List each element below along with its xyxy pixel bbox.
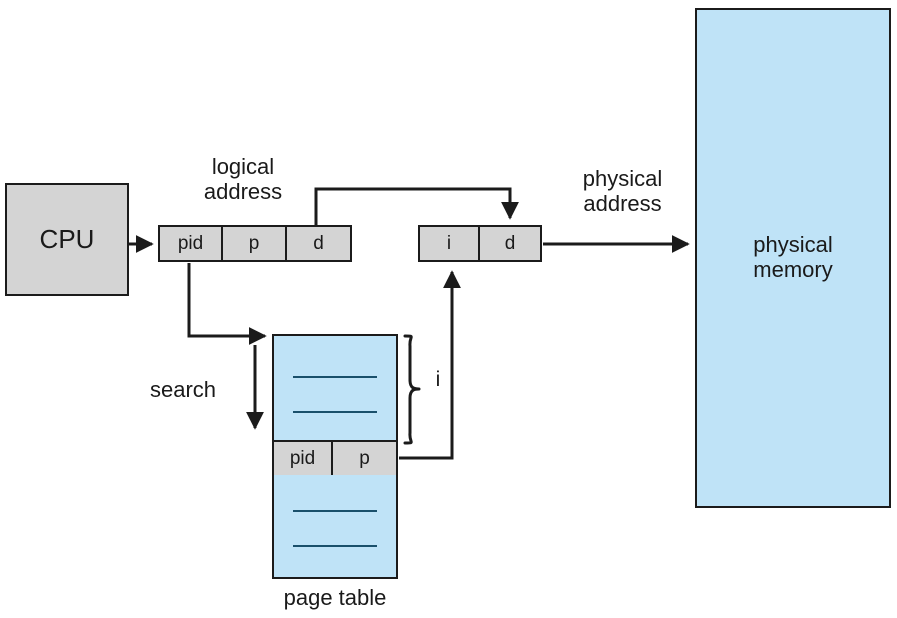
cpu-label: CPU	[39, 224, 95, 254]
wire-index-to-physical-address	[399, 270, 461, 460]
search-annotation: search	[150, 377, 217, 402]
logical-field-page-number: p	[223, 227, 287, 260]
page-table-rule	[293, 545, 377, 547]
page-table-entry-page-number: p	[359, 447, 370, 469]
physical-field-frame-index: i	[420, 227, 480, 260]
index-annotation: i	[435, 368, 441, 391]
page-table-matched-entry: pid p	[272, 440, 398, 477]
brace-index-span	[403, 334, 421, 445]
physical-address-caption: physical address	[582, 166, 663, 216]
physical-memory-block: physical memory	[695, 8, 891, 508]
page-table-caption: page table	[283, 585, 387, 610]
wire-logical-to-page-table	[187, 263, 267, 345]
wire-offset-passthrough	[314, 187, 519, 225]
logical-address-caption: logical address	[203, 154, 283, 204]
page-table-lower-entries	[274, 475, 396, 577]
page-table-rule	[293, 411, 377, 413]
page-table-rule	[293, 510, 377, 512]
page-table-rule	[293, 376, 377, 378]
physical-field-offset: d	[504, 232, 516, 254]
logical-field-pid: pid	[160, 227, 223, 260]
physical-memory-label: physical memory	[753, 232, 833, 282]
physical-address-register: i d	[418, 225, 542, 262]
logical-field-offset: d	[313, 232, 324, 254]
logical-address-register: pid p d	[158, 225, 352, 262]
page-table-block: pid p	[272, 334, 398, 579]
page-table-entry-pid: pid	[274, 442, 333, 475]
cpu-block: CPU	[5, 183, 129, 296]
page-table-upper-entries	[274, 336, 396, 440]
